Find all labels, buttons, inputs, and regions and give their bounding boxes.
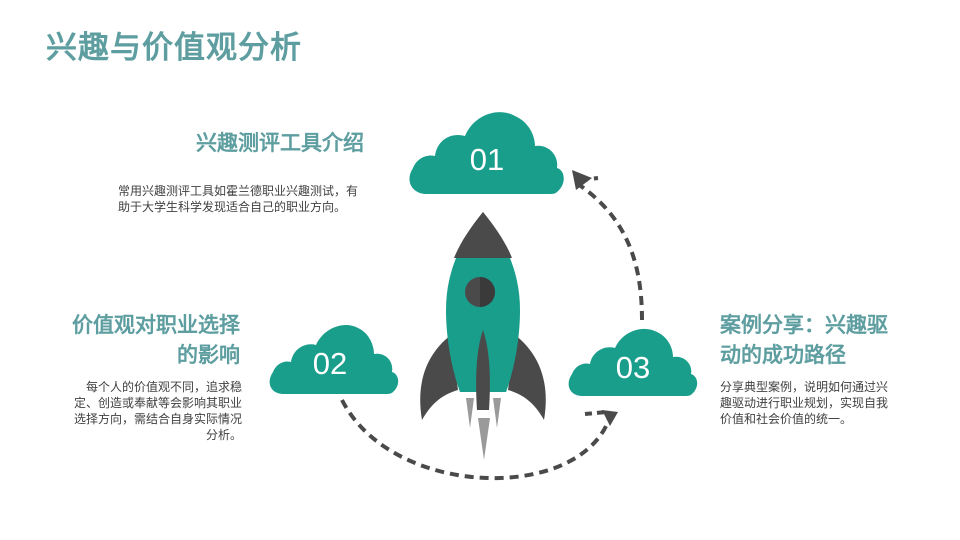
item-01-desc-line-1: 常用兴趣测评工具如霍兰德职业兴趣测试，有	[118, 184, 359, 198]
item-01-heading: 兴趣测评工具介绍	[196, 131, 364, 155]
cloud-icon	[409, 112, 564, 194]
cloud-icon-2	[269, 325, 399, 394]
item-02-desc-line-3: 选择方向，需结合自身实际情况	[73, 412, 242, 426]
item-03-desc-line-1: 分享典型案例，说明如何通过兴	[720, 380, 889, 394]
item-02-heading-line-1: 价值观对职业选择	[72, 313, 240, 337]
item-01-desc-line-2: 助于大学生科学发现适合自己的职业方向。	[118, 200, 347, 214]
cloud-number-03: 03	[615, 350, 651, 385]
dashed-arrow-icon	[573, 180, 644, 321]
cloud-icon-3	[568, 328, 698, 396]
item-03-desc-line-2: 趣驱动进行职业规划，实现自我	[720, 396, 889, 410]
item-02-desc-line-2: 定、创造或奉献等会影响其职业	[73, 396, 242, 410]
page-title: 兴趣与价值观分析	[46, 30, 302, 66]
item-02-desc-line-1: 每个人的价值观不同，追求稳	[85, 380, 242, 394]
cloud-number-01: 01	[469, 142, 505, 177]
arrow-dash-top	[579, 176, 599, 182]
rocket-icon	[420, 212, 546, 460]
arrow-head-bottom	[602, 410, 618, 426]
item-02-description: 每个人的价值观不同，追求稳 定、创造或奉献等会影响其职业 选择方向，需结合自身实…	[40, 379, 242, 443]
item-01-description: 常用兴趣测评工具如霍兰德职业兴趣测试，有 助于大学生科学发现适合自己的职业方向。	[118, 183, 388, 215]
item-03-heading: 案例分享：兴趣驱 动的成功路径	[720, 310, 920, 370]
item-02-heading-line-2: 的影响	[177, 343, 240, 367]
item-02-desc-line-4: 分析。	[205, 428, 242, 442]
item-03-heading-line-2: 动的成功路径	[720, 343, 846, 367]
item-03-heading-line-1: 案例分享：兴趣驱	[720, 313, 888, 337]
item-02-heading: 价值观对职业选择 的影响	[40, 310, 240, 370]
item-03-description: 分享典型案例，说明如何通过兴 趣驱动进行职业规划，实现自我 价值和社会价值的统一…	[720, 379, 930, 427]
cloud-number-02: 02	[312, 346, 348, 381]
item-03-desc-line-3: 价值和社会价值的统一。	[720, 412, 853, 426]
dashed-arrow-bottom-icon	[340, 399, 612, 481]
arrow-dash-bottom	[584, 410, 607, 416]
